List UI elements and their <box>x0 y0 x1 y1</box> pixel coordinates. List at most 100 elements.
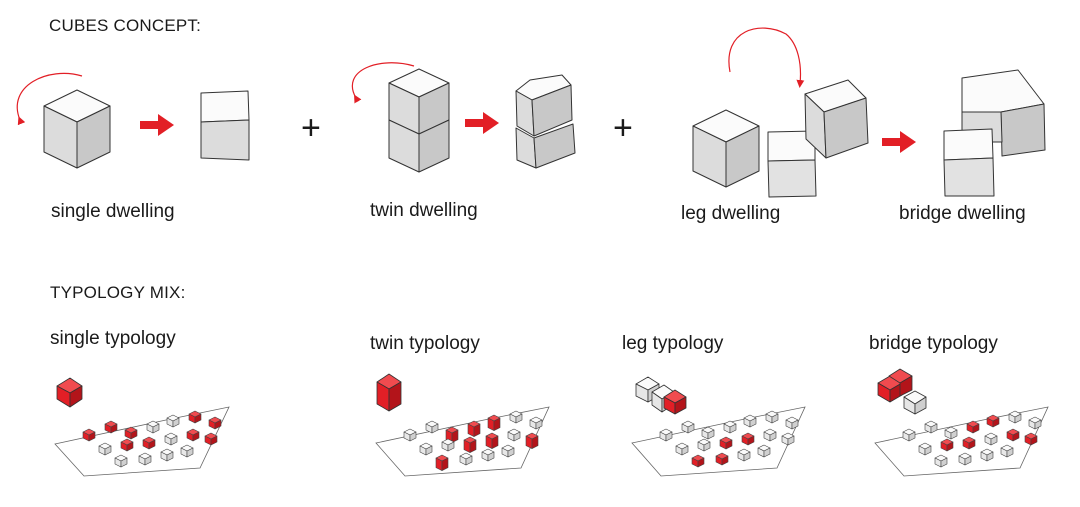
twin-typology-site-cube <box>509 410 523 424</box>
bridge-typology-site-cube <box>1006 428 1020 442</box>
bridge-typology-site-cube <box>1024 432 1038 446</box>
typology-mix-heading: TYPOLOGY MIX: <box>50 283 186 302</box>
single-typology-site-cube <box>146 420 160 434</box>
leg-dwelling-cube-b <box>767 130 817 198</box>
twin-typology-site-cube <box>529 416 543 430</box>
twin-typology-site-cube <box>425 420 439 434</box>
leg-typology-site-cube <box>697 438 711 452</box>
twin-typology-label: twin typology <box>370 333 480 354</box>
twin-typology-site-cube <box>435 454 449 471</box>
single-typology-site-cube <box>160 448 174 462</box>
bridge-typology-site <box>874 406 1049 477</box>
bridge-typology-site-cube <box>1000 444 1014 458</box>
twin-typology-site-cube <box>445 426 459 443</box>
leg-typology-site-cube <box>743 414 757 428</box>
leg-typology-site-cube <box>715 452 729 466</box>
bridge-typology-icon <box>877 368 927 415</box>
twin-typology-site-cube <box>419 442 433 456</box>
leg-typology-site-cube <box>659 428 673 442</box>
bridge-typology-site-cube <box>966 420 980 434</box>
single-typology-icon <box>56 377 83 408</box>
bridge-dwelling-label: bridge dwelling <box>899 203 1026 224</box>
red-arrow-2 <box>465 112 499 134</box>
single-dwelling-label: single dwelling <box>51 201 175 222</box>
twin-typology-site-cube <box>467 420 481 437</box>
plus-sign-2: + <box>613 109 633 147</box>
single-typology-site-cube <box>208 416 222 430</box>
leg-typology-site-cube <box>757 444 771 458</box>
single-dwelling-cube-iso <box>43 89 111 169</box>
leg-typology-site-cube <box>691 454 705 468</box>
single-typology-site-cube <box>204 432 218 446</box>
leg-typology-label: leg typology <box>622 333 724 354</box>
leg-typology-site-cube <box>723 420 737 434</box>
leg-typology-site-cube <box>675 442 689 456</box>
single-typology-site-cube <box>138 452 152 466</box>
twin-typology-site-cube <box>525 432 539 449</box>
single-typology-site-cube <box>120 438 134 452</box>
cubes-concept-heading: CUBES CONCEPT: <box>49 16 202 35</box>
single-typology-site-cube <box>104 420 118 434</box>
bridge-typology-site-cube <box>980 448 994 462</box>
leg-typology-icon <box>635 376 687 415</box>
leg-typology-site-cube <box>763 428 777 442</box>
bridge-typology-site-cube <box>1028 416 1042 430</box>
twin-typology-site-cube <box>441 438 455 452</box>
single-typology-site-cube <box>98 442 112 456</box>
leg-typology-site-cube <box>785 416 799 430</box>
single-typology-site-cube <box>82 428 96 442</box>
leg-typology-site-cube <box>681 420 695 434</box>
leg-typology-site <box>631 406 806 477</box>
twin-typology-site-cube <box>403 428 417 442</box>
twin-typology-site-cube <box>459 452 473 466</box>
single-typology-site-cube <box>166 414 180 428</box>
plus-sign-1: + <box>301 109 321 147</box>
bridge-typology-site-cube <box>924 420 938 434</box>
bridge-typology-site-cube <box>986 414 1000 428</box>
red-arrow-1 <box>140 114 174 136</box>
bridge-typology-site-cube <box>944 426 958 440</box>
single-typology-site-cube <box>186 428 200 442</box>
leg-typology-site-cube <box>741 432 755 446</box>
twin-typology-site-cube <box>501 444 515 458</box>
single-typology-site <box>54 406 230 477</box>
rotation-arc-twin <box>351 62 415 104</box>
leg-typology-site-cube <box>701 426 715 440</box>
twin-dwelling-stack <box>388 68 450 173</box>
leg-typology-site-cube <box>765 410 779 424</box>
leg-typology-site-cube <box>737 448 751 462</box>
single-typology-site-cube <box>142 436 156 450</box>
twin-typology-site-cube <box>481 448 495 462</box>
twin-dwelling-label: twin dwelling <box>370 200 478 221</box>
leg-dwelling-label: leg dwelling <box>681 203 781 224</box>
red-arrow-3 <box>882 131 916 153</box>
bridge-typology-site-cube <box>940 438 954 452</box>
single-typology-site-cube <box>114 454 128 468</box>
single-typology-site-cube <box>124 426 138 440</box>
bridge-typology-site-cube <box>918 442 932 456</box>
single-typology-site-cube <box>180 444 194 458</box>
twin-dwelling-rotated <box>515 74 576 169</box>
rotation-arc-leg <box>728 27 805 88</box>
bridge-dwelling-cubes <box>943 69 1046 197</box>
bridge-typology-site-cube <box>962 436 976 450</box>
twin-typology-site-cube <box>463 436 477 453</box>
leg-typology-site-cube <box>781 432 795 446</box>
single-dwelling-cube-rotated <box>200 90 250 161</box>
bridge-typology-label: bridge typology <box>869 333 998 354</box>
twin-typology-site-cube <box>485 432 499 449</box>
bridge-typology-site-cube <box>984 432 998 446</box>
bridge-typology-site-cube <box>902 428 916 442</box>
twin-typology-site <box>375 406 550 477</box>
leg-dwelling-cube-c <box>804 79 869 159</box>
bridge-typology-site-cube <box>958 452 972 466</box>
twin-typology-site-cube <box>507 428 521 442</box>
rotation-arc-single <box>16 72 83 126</box>
single-typology-label: single typology <box>50 328 176 349</box>
single-typology-site-cube <box>188 410 202 424</box>
bridge-typology-site-cube <box>934 454 948 468</box>
twin-typology-icon <box>376 373 402 412</box>
single-typology-site-cube <box>164 432 178 446</box>
